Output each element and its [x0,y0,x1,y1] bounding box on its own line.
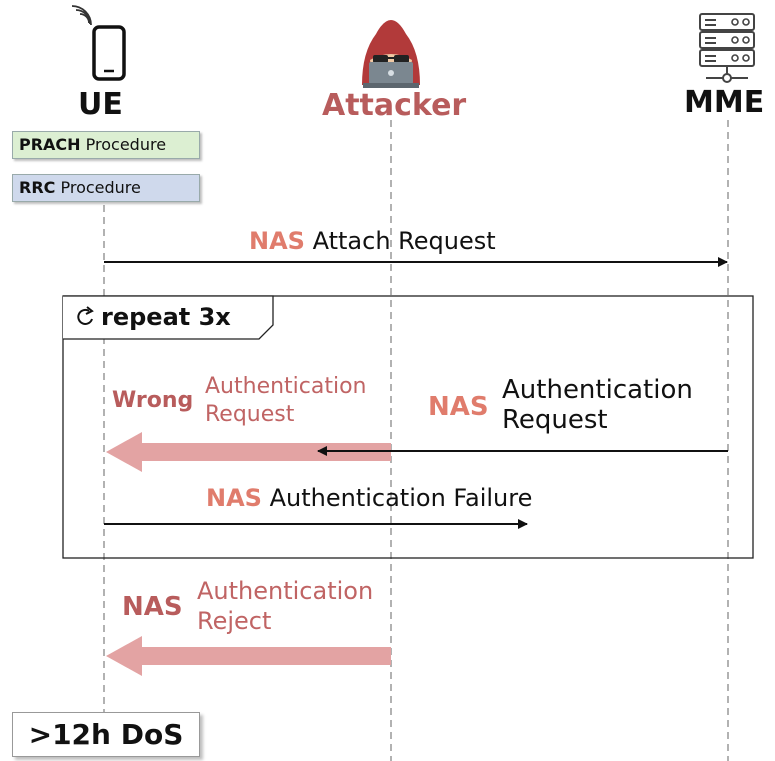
prach-procedure-box: PRACH Procedure [12,131,200,159]
auth-failure-prefix: NAS [206,484,262,512]
wrong-prefix: Wrong [112,388,194,413]
wrong-auth-request-arrow [106,432,391,472]
auth-reject-line2: Reject [197,607,272,635]
dos-outcome-box: >12h DoS [12,712,200,757]
auth-reject-prefix: NAS [122,592,183,622]
prach-bold-label: PRACH [19,135,81,154]
rrc-bold-label: RRC [19,178,56,197]
mme-auth-prefix: NAS [428,392,489,422]
actor-attacker-label: Attacker [322,88,467,123]
attach-request-prefix: NAS [249,227,305,255]
server-icon [699,13,755,83]
hacker-icon [362,20,420,88]
wrong-auth-line1: Authentication [205,374,367,399]
repeat-icon [77,306,94,325]
repeat-loop-tab [63,295,274,340]
prach-rest-label: Procedure [85,135,167,154]
rrc-rest-label: Procedure [60,178,141,197]
actor-mme-label: MME [684,85,765,120]
auth-failure-text: Authentication Failure [269,484,533,512]
attach-request-text: Attach Request [312,227,496,255]
attach-request-label: NAS Attach Request [249,229,496,253]
rrc-procedure-box: RRC Procedure [12,174,200,202]
repeat-loop-frame [62,295,754,559]
phone-icon [71,5,126,81]
auth-failure-label: NAS Authentication Failure [206,486,532,510]
wrong-auth-line2: Request [205,402,295,427]
auth-reject-arrow [106,636,391,676]
repeat-loop-label: repeat 3x [101,303,231,331]
mme-auth-line1: Authentication [502,375,693,405]
auth-reject-line1: Authentication [197,577,374,605]
mme-auth-line2: Request [502,405,608,435]
actor-ue-label: UE [78,87,123,122]
